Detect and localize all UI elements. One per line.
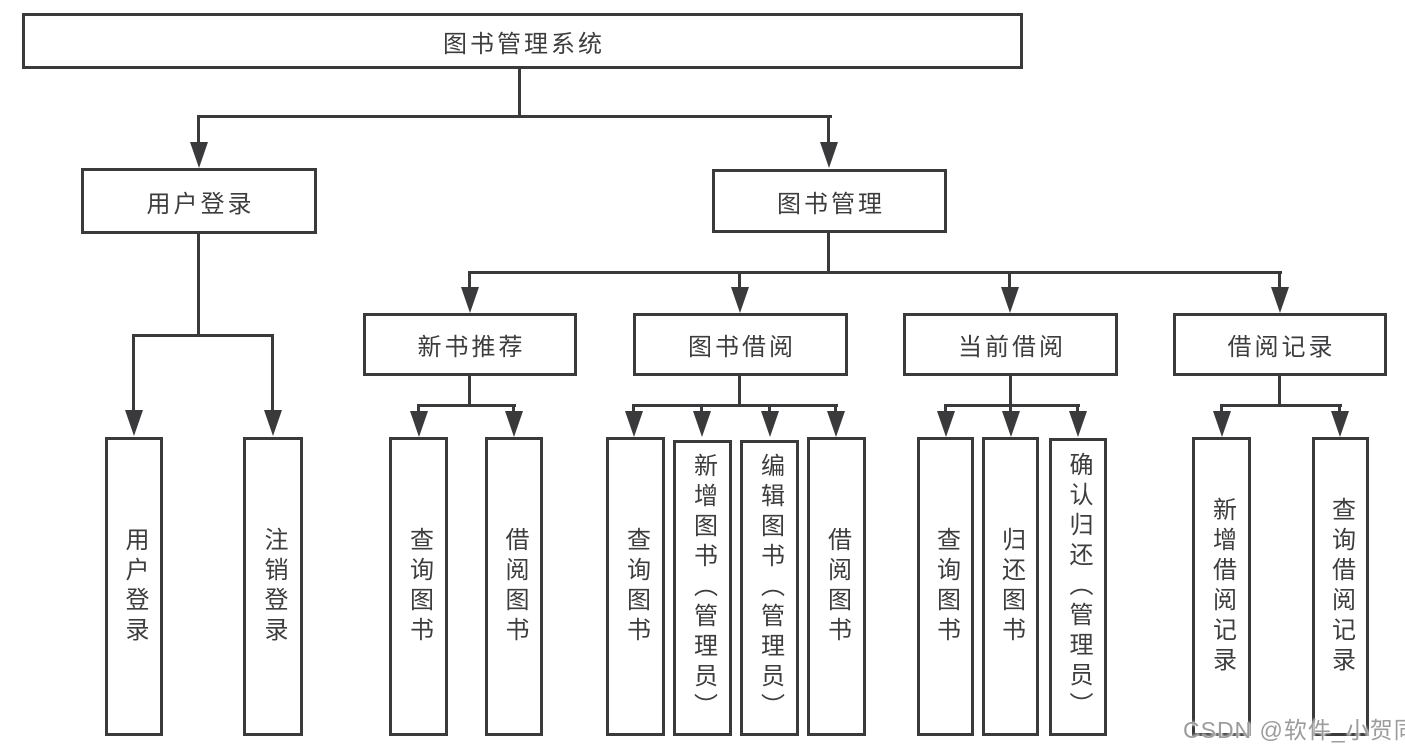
leaf-query-books-recommend-label: 查询图书 bbox=[405, 526, 433, 647]
leaf-user-login: 用户登录 bbox=[105, 437, 163, 736]
connector-root-drop-left bbox=[197, 115, 200, 145]
node-book-borrowing-label: 图书借阅 bbox=[688, 334, 796, 361]
connector-records-stem bbox=[1278, 376, 1281, 407]
leaf-query-books-current-label: 查询图书 bbox=[932, 526, 960, 647]
node-user-login: 用户登录 bbox=[81, 168, 317, 234]
arrowhead bbox=[820, 142, 838, 168]
leaf-return-books: 归还图书 bbox=[982, 437, 1039, 736]
node-book-borrowing: 图书借阅 bbox=[633, 313, 848, 376]
leaf-confirm-return-admin-label: 确认归还（管理员） bbox=[1065, 452, 1092, 722]
connector-user-login-drop-2 bbox=[271, 334, 274, 410]
connector-borrowing-drop-4 bbox=[834, 404, 837, 414]
connector-recommend-rail bbox=[417, 404, 516, 407]
connector-recommend-stem bbox=[468, 376, 471, 407]
arrowhead bbox=[731, 287, 749, 313]
connector-records-rail bbox=[1220, 404, 1342, 407]
leaf-add-books-admin: 新增图书（管理员） bbox=[673, 440, 732, 736]
leaf-logout-login-label: 注销登录 bbox=[260, 526, 287, 647]
leaf-borrow-books-recommend-label: 借阅图书 bbox=[501, 526, 528, 647]
arrowhead bbox=[1001, 287, 1019, 313]
leaf-confirm-return-admin: 确认归还（管理员） bbox=[1049, 438, 1107, 736]
arrowhead bbox=[505, 411, 523, 437]
arrowhead bbox=[625, 411, 643, 437]
arrowhead bbox=[1331, 411, 1349, 437]
connector-root-drop-right bbox=[827, 115, 830, 145]
arrowhead bbox=[937, 411, 955, 437]
leaf-borrow-books-borrowing-label: 借阅图书 bbox=[823, 526, 851, 647]
leaf-query-books-borrowing-label: 查询图书 bbox=[622, 526, 650, 647]
arrowhead bbox=[1271, 287, 1289, 313]
connector-current-drop-1 bbox=[944, 404, 947, 414]
arrowhead bbox=[1069, 411, 1087, 437]
leaf-query-books-recommend: 查询图书 bbox=[389, 437, 448, 736]
connector-current-rail bbox=[944, 404, 1080, 407]
watermark: CSDN @软件_小贺同学 bbox=[1183, 711, 1405, 745]
leaf-query-books-current: 查询图书 bbox=[917, 437, 974, 736]
connector-current-stem bbox=[1009, 376, 1012, 407]
leaf-borrow-books-recommend: 借阅图书 bbox=[485, 437, 543, 736]
leaf-add-books-admin-label: 新增图书（管理员） bbox=[689, 453, 717, 723]
leaf-add-borrow-record-label: 新增借阅记录 bbox=[1208, 496, 1236, 677]
leaf-edit-books-admin: 编辑图书（管理员） bbox=[740, 440, 799, 736]
connector-book-mgmt-drop-2 bbox=[738, 271, 741, 291]
leaf-return-books-label: 归还图书 bbox=[997, 526, 1025, 647]
arrowhead bbox=[461, 287, 479, 313]
connector-book-mgmt-rail bbox=[468, 271, 1282, 274]
connector-records-drop-2 bbox=[1338, 404, 1341, 414]
node-user-login-label: 用户登录 bbox=[146, 190, 255, 218]
connector-book-mgmt-drop-3 bbox=[1008, 271, 1011, 291]
connector-recommend-drop-1 bbox=[417, 404, 420, 414]
arrowhead bbox=[125, 410, 143, 436]
connector-borrowing-rail bbox=[632, 404, 838, 407]
connector-book-mgmt-stem bbox=[827, 232, 830, 274]
connector-recommend-drop-2 bbox=[512, 404, 515, 414]
arrowhead bbox=[190, 142, 208, 168]
leaf-user-login-label: 用户登录 bbox=[121, 526, 148, 647]
leaf-query-borrow-record-label: 查询借阅记录 bbox=[1327, 496, 1355, 677]
connector-borrowing-stem bbox=[738, 376, 741, 407]
node-book-management-label: 图书管理 bbox=[777, 190, 885, 218]
arrowhead bbox=[1002, 411, 1020, 437]
connector-root-stem bbox=[518, 68, 521, 118]
leaf-add-borrow-record: 新增借阅记录 bbox=[1192, 437, 1251, 736]
connector-borrowing-drop-3 bbox=[768, 404, 771, 414]
node-root: 图书管理系统 bbox=[22, 13, 1023, 69]
leaf-logout-login: 注销登录 bbox=[243, 437, 303, 736]
node-new-book-recommendation: 新书推荐 bbox=[363, 313, 577, 376]
watermark-text: CSDN @软件_小贺同学 bbox=[1183, 717, 1405, 743]
node-current-borrowing: 当前借阅 bbox=[903, 313, 1118, 376]
leaf-edit-books-admin-label: 编辑图书（管理员） bbox=[756, 453, 784, 723]
connector-current-drop-3 bbox=[1076, 404, 1079, 414]
arrowhead bbox=[761, 411, 779, 437]
node-borrowing-records: 借阅记录 bbox=[1173, 313, 1387, 376]
leaf-borrow-books-borrowing: 借阅图书 bbox=[807, 437, 866, 736]
node-book-management: 图书管理 bbox=[712, 169, 947, 233]
connector-user-login-stem bbox=[197, 234, 200, 337]
connector-current-drop-2 bbox=[1009, 404, 1012, 414]
arrowhead bbox=[410, 411, 428, 437]
node-new-book-recommendation-label: 新书推荐 bbox=[417, 334, 526, 361]
arrowhead bbox=[693, 411, 711, 437]
arrowhead bbox=[264, 410, 282, 436]
connector-book-mgmt-drop-1 bbox=[468, 271, 471, 291]
connector-user-login-drop-1 bbox=[132, 334, 135, 410]
connector-borrowing-drop-1 bbox=[632, 404, 635, 414]
connector-user-login-rail bbox=[132, 334, 274, 337]
leaf-query-borrow-record: 查询借阅记录 bbox=[1312, 437, 1369, 736]
node-current-borrowing-label: 当前借阅 bbox=[958, 334, 1066, 361]
arrowhead bbox=[1213, 411, 1231, 437]
arrowhead bbox=[827, 411, 845, 437]
connector-records-drop-1 bbox=[1220, 404, 1223, 414]
leaf-query-books-borrowing: 查询图书 bbox=[606, 437, 665, 736]
connector-borrowing-drop-2 bbox=[700, 404, 703, 414]
connector-root-rail bbox=[197, 115, 832, 118]
connector-book-mgmt-drop-4 bbox=[1278, 271, 1281, 291]
node-borrowing-records-label: 借阅记录 bbox=[1227, 334, 1336, 361]
node-root-label: 图书管理系统 bbox=[443, 30, 605, 58]
